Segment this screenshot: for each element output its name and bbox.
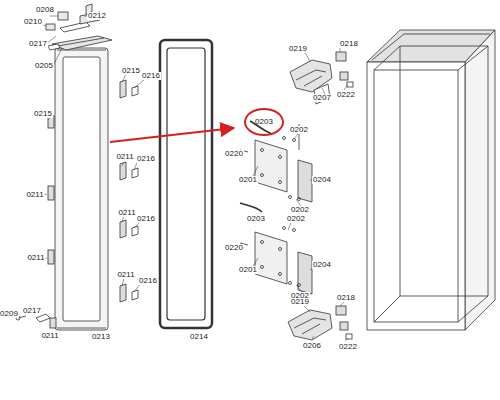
callout-number: 0218: [336, 294, 356, 302]
callout-number: 0202: [290, 206, 310, 214]
callout-number: 0218: [339, 40, 359, 48]
callout-number: 0216: [136, 155, 156, 163]
upper-plate-set: [240, 124, 312, 202]
door-gasket: [160, 40, 212, 328]
callout-number: 0208: [35, 6, 55, 14]
callout-number: 0211: [115, 153, 134, 161]
highlight-arrow: [110, 128, 234, 142]
callout-number: 0219: [290, 298, 310, 306]
door-frame: [55, 48, 108, 330]
callout-number: 0211: [25, 191, 44, 199]
callout-number: 0201: [238, 266, 258, 274]
callout-number: 0215: [33, 110, 53, 118]
callout-number: 0205: [34, 62, 54, 70]
callout-number: 0209: [0, 310, 19, 318]
callout-number: 0201: [238, 176, 258, 184]
callout-number: 0206: [302, 342, 322, 350]
callout-number: 0216: [141, 72, 161, 80]
callout-number: 0216: [136, 215, 156, 223]
callout-number: 0211: [40, 332, 59, 340]
lower-plate-set: [240, 203, 312, 294]
callout-number: 0216: [138, 277, 158, 285]
callout-number: 0211: [116, 271, 135, 279]
cabinet-housing: [367, 30, 495, 330]
callout-number: 0202: [286, 215, 306, 223]
callout-number: 0214: [189, 333, 209, 341]
leader-lines: [40, 16, 348, 341]
callout-number: 0220: [224, 244, 244, 252]
callout-number: 0219: [288, 45, 308, 53]
callout-number: 0213: [91, 333, 111, 341]
callout-number: 0217: [28, 40, 48, 48]
callout-number: 0222: [336, 91, 356, 99]
callout-number: 0212: [87, 12, 107, 20]
callout-number: 0203: [246, 215, 266, 223]
door-clips: [16, 116, 56, 328]
callout-number: 0220: [224, 150, 244, 158]
callout-number: 0204: [312, 261, 332, 269]
callout-number: 0211: [26, 254, 45, 262]
callout-number: 0211: [117, 209, 136, 217]
callout-number: 0215: [121, 67, 141, 75]
callout-number: 0222: [338, 343, 358, 351]
bottom-hinge: [288, 306, 352, 340]
door-header: [46, 4, 112, 50]
hinge-clips: [120, 80, 138, 302]
callout-number: 0203: [255, 118, 273, 126]
callout-number: 0210: [23, 18, 43, 26]
callout-number: 0204: [312, 176, 332, 184]
callout-number: 0207: [312, 94, 332, 102]
highlight-circle: 0203: [244, 108, 284, 136]
callout-number: 0217: [22, 307, 42, 315]
callout-number: 0202: [289, 126, 309, 134]
